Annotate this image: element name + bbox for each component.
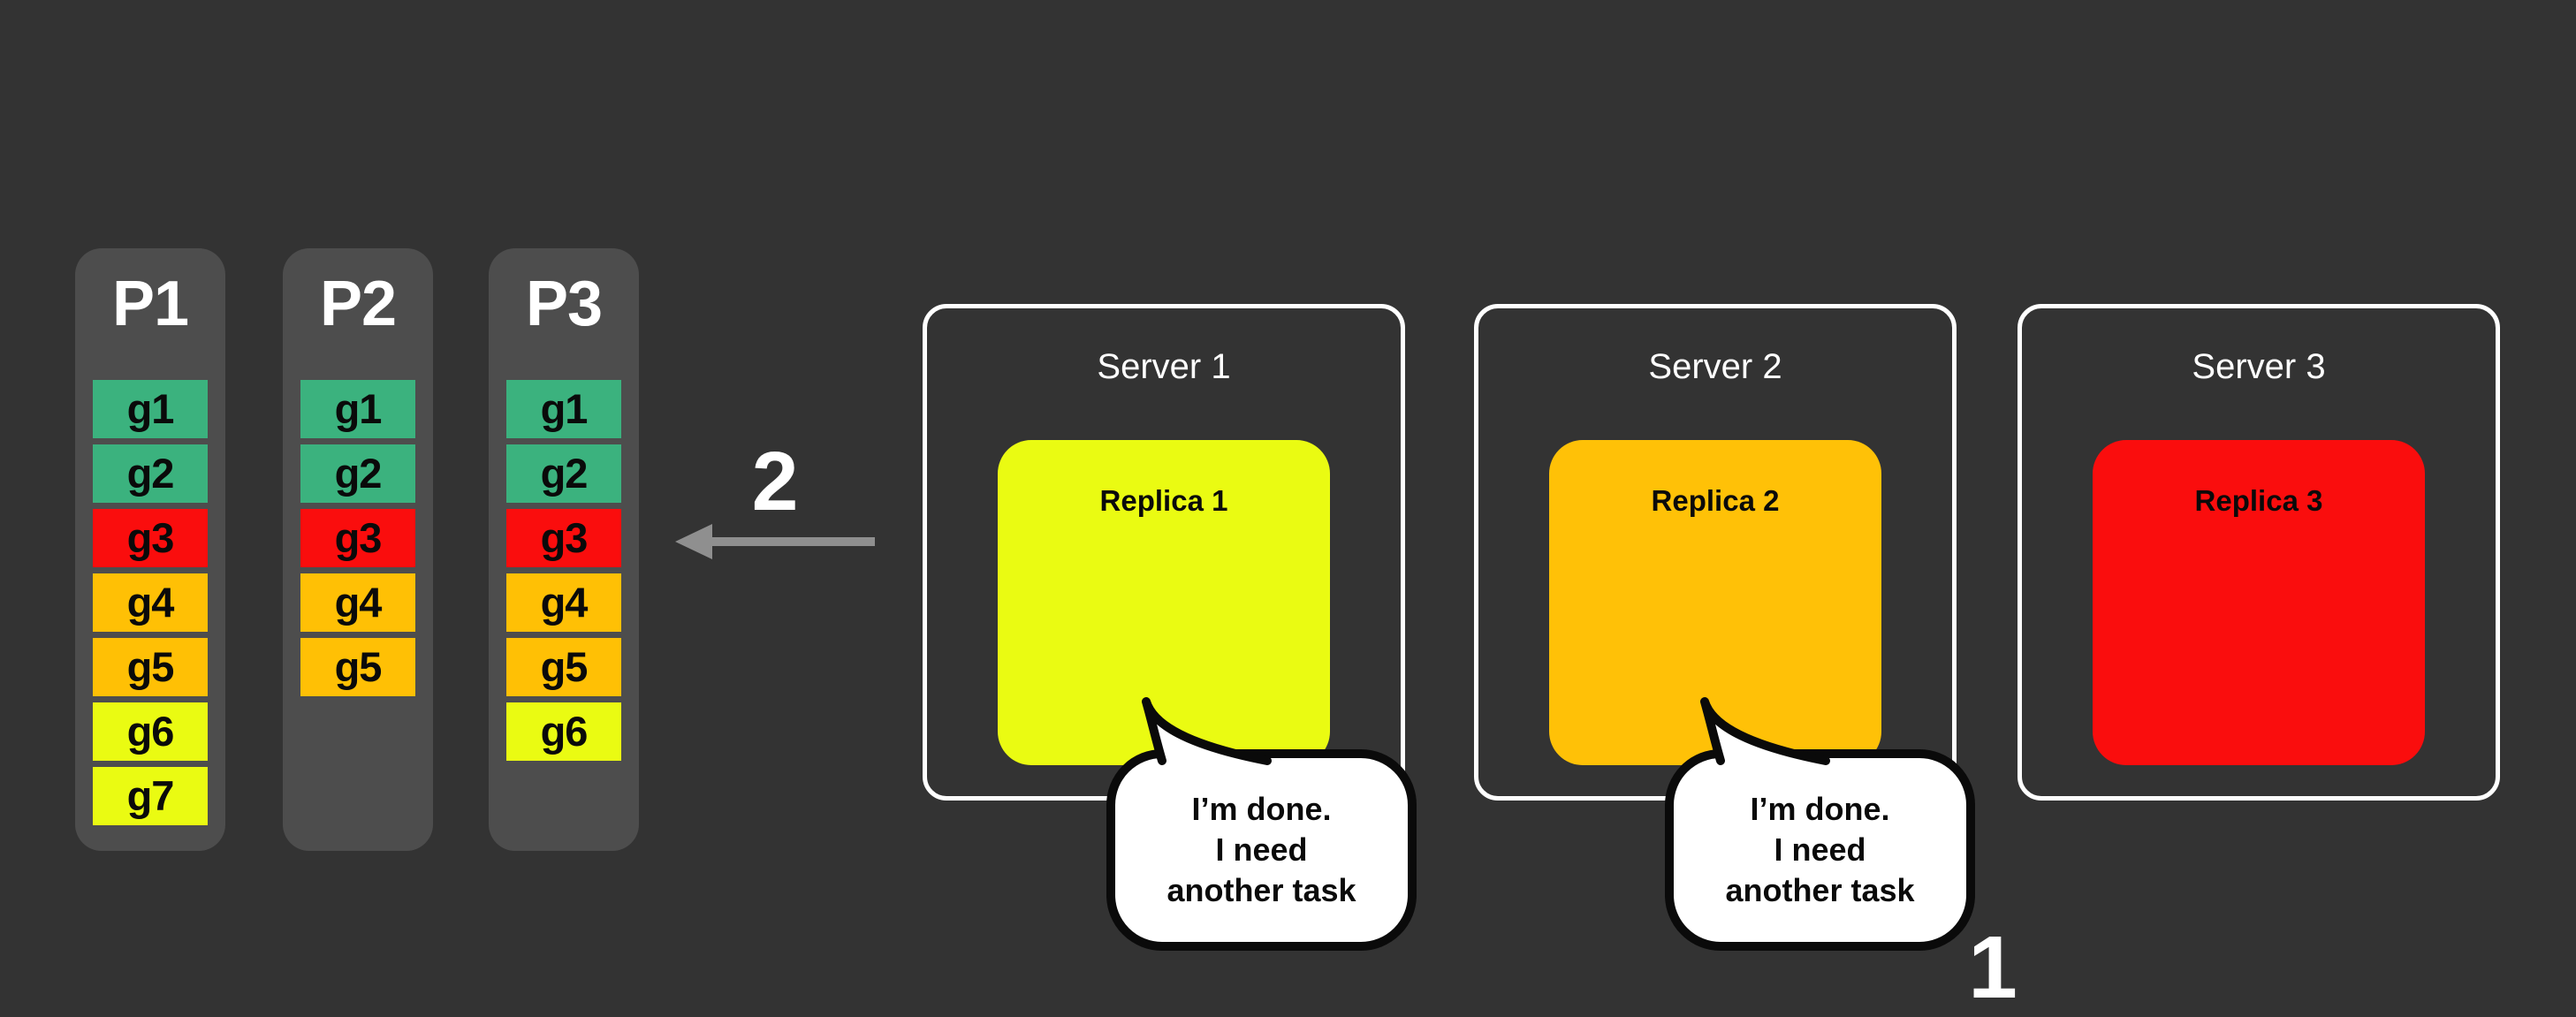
speech-line: I’m done.	[1191, 791, 1332, 827]
partition-title: P1	[111, 269, 189, 339]
replica-title: Replica 2	[1651, 484, 1780, 517]
task-list: g1 g2 g3 g4 g5 g6	[506, 380, 621, 761]
partition-p1: P1 g1 g2 g3 g4 g5 g6 g7	[75, 248, 225, 851]
speech-line: I need	[1215, 831, 1308, 868]
task-cell: g3	[506, 509, 621, 567]
step2-label: 2	[751, 435, 799, 528]
speech-bubble-replica2	[1665, 697, 1975, 951]
replica-1: Replica 1	[998, 440, 1330, 765]
speech-bubble-body	[1106, 749, 1417, 951]
step1-label: 1	[1968, 918, 2017, 1017]
left-arrow	[675, 524, 875, 559]
speech-bubble-text: I’m done. I need another task	[1111, 754, 1412, 946]
partition-title: P2	[319, 269, 397, 339]
server-3: Server 3 Replica 3	[2017, 304, 2500, 801]
partition-p2: P2 g1 g2 g3 g4 g5	[283, 248, 433, 851]
task-cell: g2	[300, 444, 415, 503]
replica-3: Replica 3	[2093, 440, 2425, 765]
task-cell: g4	[506, 573, 621, 632]
arrow-head-icon	[675, 524, 712, 559]
speech-line: another task	[1725, 872, 1915, 908]
task-cell: g5	[93, 638, 208, 696]
speech-bubble-body	[1665, 749, 1975, 951]
speech-line: I’m done.	[1750, 791, 1890, 827]
task-cell: g2	[93, 444, 208, 503]
task-list: g1 g2 g3 g4 g5	[300, 380, 415, 696]
server-title: Server 2	[1648, 347, 1782, 386]
task-cell: g4	[93, 573, 208, 632]
replica-title: Replica 1	[1099, 484, 1228, 517]
task-cell: g1	[300, 380, 415, 438]
task-cell: g6	[506, 702, 621, 761]
speech-bubble-text: I’m done. I need another task	[1669, 754, 1971, 946]
task-cell: g3	[93, 509, 208, 567]
task-list: g1 g2 g3 g4 g5 g6 g7	[93, 380, 208, 825]
speech-bubble-tail	[1142, 697, 1272, 765]
server-title: Server 3	[2192, 347, 2326, 386]
task-cell: g5	[506, 638, 621, 696]
task-cell: g1	[93, 380, 208, 438]
task-cell: g5	[300, 638, 415, 696]
task-cell: g1	[506, 380, 621, 438]
speech-line: I need	[1774, 831, 1866, 868]
task-cell: g6	[93, 702, 208, 761]
server-title: Server 1	[1097, 347, 1231, 386]
speech-bubble-replica1	[1106, 697, 1417, 951]
task-cell: g2	[506, 444, 621, 503]
replica-2: Replica 2	[1549, 440, 1881, 765]
task-cell: g3	[300, 509, 415, 567]
task-cell: g7	[93, 767, 208, 825]
replica-title: Replica 3	[2194, 484, 2323, 517]
partition-p3: P3 g1 g2 g3 g4 g5 g6	[489, 248, 639, 851]
server-1: Server 1 Replica 1	[923, 304, 1405, 801]
task-cell: g4	[300, 573, 415, 632]
speech-bubble-tail	[1700, 697, 1830, 765]
partition-title: P3	[525, 269, 603, 339]
speech-line: another task	[1166, 872, 1356, 908]
